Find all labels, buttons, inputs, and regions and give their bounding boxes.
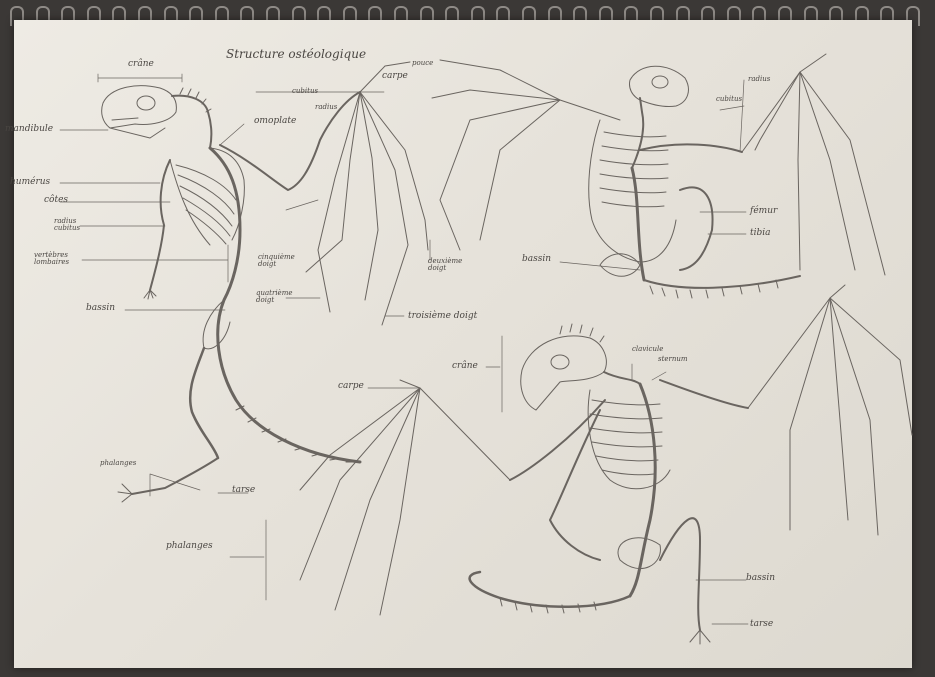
label-troisieme-doigt: troisième doigt [408, 312, 477, 321]
label-tarse-bottom: tarse [750, 620, 773, 629]
standing-skeleton [102, 62, 428, 502]
label-vertebres: vertèbres lombaires [34, 252, 69, 266]
label-cinquieme-doigt: cinquième doigt [258, 254, 295, 268]
label-cotes: côtes [44, 196, 68, 205]
label-carpe-mid: carpe [338, 382, 364, 391]
label-phalanges-foot: phalanges [100, 460, 136, 467]
label-cubitus-right: cubitus [716, 96, 742, 103]
label-tibia: tibia [750, 229, 771, 238]
label-phalanges-mid: phalanges [166, 542, 213, 551]
drawing-title: Structure ostéologique [226, 48, 366, 60]
label-radius-top: radius [315, 104, 337, 111]
label-deuxieme-doigt: deuxième doigt [428, 258, 462, 272]
label-clavicule: clavicule [632, 346, 663, 353]
label-femur: fémur [750, 207, 777, 216]
label-crane-top: crâne [128, 60, 154, 69]
label-humerus: humérus [10, 178, 50, 187]
wing-upper-middle [220, 92, 360, 190]
label-cubitus-top: cubitus [292, 88, 318, 95]
label-carpe-top: carpe [382, 72, 408, 81]
label-sternum: sternum [658, 356, 688, 363]
crouching-skeleton [432, 54, 885, 298]
skull-right [629, 66, 688, 106]
label-omoplate: omoplate [254, 117, 296, 126]
sitting-skeleton [300, 285, 912, 644]
label-quatrieme-doigt: quatrième doigt [256, 290, 292, 304]
label-crane-mid: crâne [452, 362, 478, 371]
label-pouce: pouce [412, 60, 433, 67]
label-radius-right: radius [748, 76, 770, 83]
label-radius-cubitus: radius cubitus [54, 218, 80, 232]
label-bassin-left: bassin [86, 304, 115, 313]
label-bassin-bottom: bassin [746, 574, 775, 583]
label-mandibule: mandibule [5, 125, 53, 134]
label-tarse-left: tarse [232, 486, 255, 495]
skull-bottom [521, 336, 607, 410]
label-bassin-right: bassin [522, 255, 551, 264]
